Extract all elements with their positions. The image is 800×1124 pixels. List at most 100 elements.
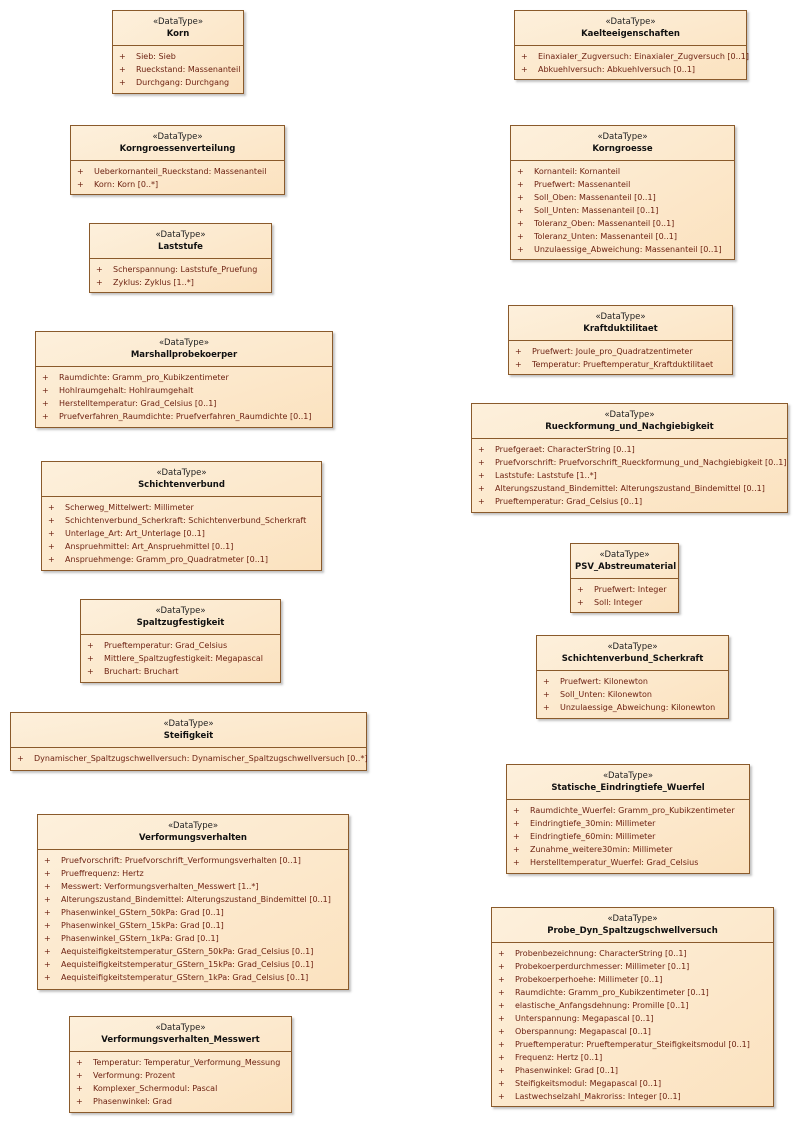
class-attribute[interactable]: +Pruefgeraet: CharacterString [0..1] [478, 443, 781, 456]
class-attribute[interactable]: +Zunahme_weitere30min: Millimeter [513, 843, 743, 856]
datatype-class-verformungsverhalten-messwert[interactable]: «DataType»Verformungsverhalten_Messwert+… [69, 1016, 292, 1113]
datatype-class-schichtenverbund[interactable]: «DataType»Schichtenverbund+Scherweg_Mitt… [41, 461, 322, 571]
class-attribute[interactable]: +Dynamischer_Spaltzugschwellversuch: Dyn… [17, 752, 368, 765]
datatype-class-kraftduktilitaet[interactable]: «DataType»Kraftduktilitaet+Pruefwert: Jo… [508, 305, 733, 375]
class-attribute[interactable]: +Soll_Oben: Massenanteil [0..1] [517, 191, 728, 204]
class-attribute[interactable]: +Raumdichte: Gramm_pro_Kubikzentimeter [42, 371, 326, 384]
class-attribute[interactable]: +Lastwechselzahl_Makroriss: Integer [0..… [498, 1090, 767, 1103]
class-attribute[interactable]: +Phasenwinkel_GStern_50kPa: Grad [0..1] [44, 906, 342, 919]
class-attribute[interactable]: +Verformung: Prozent [76, 1069, 285, 1082]
class-attribute[interactable]: +Mittlere_Spaltzugfestigkeit: Megapascal [87, 652, 274, 665]
class-attribute[interactable]: +Sieb: Sieb [119, 50, 237, 63]
class-attribute[interactable]: +Herstelltemperatur: Grad_Celsius [0..1] [42, 397, 326, 410]
datatype-class-rueckformung-und-nachgiebigkeit[interactable]: «DataType»Rueckformung_und_Nachgiebigkei… [471, 403, 788, 513]
class-attribute[interactable]: +Raumdichte: Gramm_pro_Kubikzentimeter [… [498, 986, 767, 999]
class-attribute[interactable]: +Probekoerperdurchmesser: Millimeter [0.… [498, 960, 767, 973]
class-attribute[interactable]: +Toleranz_Unten: Massenanteil [0..1] [517, 230, 728, 243]
class-attribute[interactable]: +Laststufe: Laststufe [1..*] [478, 469, 781, 482]
class-attribute[interactable]: +Soll_Unten: Kilonewton [543, 688, 722, 701]
attribute-text: Pruefvorschrift: Pruefvorschrift_Verform… [61, 856, 301, 865]
visibility-public-marker: + [515, 347, 522, 356]
class-attribute[interactable]: +Schichtenverbund_Scherkraft: Schichtenv… [48, 514, 315, 527]
class-attribute[interactable]: +Toleranz_Oben: Massenanteil [0..1] [517, 217, 728, 230]
class-attribute[interactable]: +Komplexer_Schermodul: Pascal [76, 1082, 285, 1095]
class-attribute[interactable]: +Herstelltemperatur_Wuerfel: Grad_Celsiu… [513, 856, 743, 869]
class-attribute[interactable]: +Prueffrequenz: Hertz [44, 867, 342, 880]
class-attribute[interactable]: +Probekoerperhoehe: Millimeter [0..1] [498, 973, 767, 986]
class-attribute[interactable]: +Pruefwert: Joule_pro_Quadratzentimeter [515, 345, 726, 358]
class-attribute[interactable]: +Alterungszustand_Bindemittel: Alterungs… [478, 482, 781, 495]
class-attribute[interactable]: +Unzulaessige_Abweichung: Kilonewton [543, 701, 722, 714]
class-attribute[interactable]: +Anspruehmenge: Gramm_pro_Quadratmeter [… [48, 553, 315, 566]
class-attribute[interactable]: +Pruefwert: Massenanteil [517, 178, 728, 191]
datatype-class-laststufe[interactable]: «DataType»Laststufe+Scherspannung: Lasts… [89, 223, 272, 293]
class-attribute[interactable]: +Aequisteifigkeitstemperatur_GStern_50kP… [44, 945, 342, 958]
class-attribute[interactable]: +Frequenz: Hertz [0..1] [498, 1051, 767, 1064]
class-header: «DataType»Korn [113, 11, 243, 46]
datatype-class-kaelteeigenschaften[interactable]: «DataType»Kaelteeigenschaften+Einaxialer… [514, 10, 749, 80]
class-attribute[interactable]: +Prueftemperatur: Grad_Celsius [87, 639, 274, 652]
class-attribute[interactable]: +Abkuehlversuch: Abkuehlversuch [0..1] [521, 63, 740, 76]
class-attribute[interactable]: +Aequisteifigkeitstemperatur_GStern_15kP… [44, 958, 342, 971]
class-attribute[interactable]: +Temperatur: Prueftemperatur_Kraftduktil… [515, 358, 726, 371]
class-attribute[interactable]: +Zyklus: Zyklus [1..*] [96, 276, 265, 289]
class-attribute[interactable]: +Prueftemperatur: Grad_Celsius [0..1] [478, 495, 781, 508]
class-attribute[interactable]: +Scherspannung: Laststufe_Pruefung [96, 263, 265, 276]
class-attribute[interactable]: +Pruefwert: Kilonewton [543, 675, 722, 688]
class-attribute[interactable]: +Temperatur: Temperatur_Verformung_Messu… [76, 1056, 285, 1069]
class-attribute[interactable]: +Hohlraumgehalt: Hohlraumgehalt [42, 384, 326, 397]
visibility-public-marker: + [119, 78, 126, 87]
class-attribute[interactable]: +Bruchart: Bruchart [87, 665, 274, 678]
class-attribute[interactable]: +Oberspannung: Megapascal [0..1] [498, 1025, 767, 1038]
class-attribute[interactable]: +Kornanteil: Kornanteil [517, 165, 728, 178]
class-attribute[interactable]: +Unterlage_Art: Art_Unterlage [0..1] [48, 527, 315, 540]
class-attribute[interactable]: +Probenbezeichnung: CharacterString [0..… [498, 947, 767, 960]
class-attribute[interactable]: +Pruefwert: Integer [577, 583, 672, 596]
class-attribute[interactable]: +Korn: Korn [0..*] [77, 178, 278, 191]
class-attribute[interactable]: +Eindringtiefe_60min: Millimeter [513, 830, 743, 843]
visibility-public-marker: + [498, 1027, 505, 1036]
datatype-class-verformungsverhalten[interactable]: «DataType»Verformungsverhalten +Pruefvors… [37, 814, 349, 990]
class-attribute[interactable]: +Aequisteifigkeitstemperatur_GStern_1kPa… [44, 971, 342, 984]
class-attribute[interactable]: +Alterungszustand_Bindemittel: Alterungs… [44, 893, 342, 906]
class-attribute[interactable]: +Anspruehmittel: Art_Anspruehmittel [0..… [48, 540, 315, 553]
class-attribute[interactable]: +Unterspannung: Megapascal [0..1] [498, 1012, 767, 1025]
class-attribute[interactable]: +Phasenwinkel: Grad [76, 1095, 285, 1108]
class-attribute[interactable]: +Unzulaessige_Abweichung: Massenanteil [… [517, 243, 728, 256]
class-attribute[interactable]: +Soll: Integer [577, 596, 672, 609]
class-attribute[interactable]: +Phasenwinkel_GStern_15kPa: Grad [0..1] [44, 919, 342, 932]
class-attribute[interactable]: +Phasenwinkel_GStern_1kPa: Grad [0..1] [44, 932, 342, 945]
datatype-class-spaltzugfestigkeit[interactable]: «DataType»Spaltzugfestigkeit+Prueftemper… [80, 599, 281, 683]
class-attribute[interactable]: +Scherweg_Mittelwert: Millimeter [48, 501, 315, 514]
class-attribute[interactable]: +Durchgang: Durchgang [119, 76, 237, 89]
class-attribute[interactable]: +Messwert: Verformungsverhalten_Messwert… [44, 880, 342, 893]
class-attribute[interactable]: +Pruefvorschrift: Pruefvorschrift_Verfor… [44, 854, 342, 867]
datatype-class-schichtenverbund-scherkraft[interactable]: «DataType»Schichtenverbund_Scherkraft+Pr… [536, 635, 729, 719]
datatype-class-probe-dyn-spaltzugschwellversuch[interactable]: «DataType»Probe_Dyn_Spaltzugschwellversu… [491, 907, 774, 1107]
class-attribute[interactable]: +Prueftemperatur: Prueftemperatur_Steifi… [498, 1038, 767, 1051]
datatype-class-korngroessenverteilung[interactable]: «DataType»Korngroessenverteilung+Ueberko… [70, 125, 285, 195]
datatype-class-steifigkeit[interactable]: «DataType»Steifigkeit+Dynamischer_Spaltz… [10, 712, 368, 771]
datatype-class-statische-eindringtiefe-wuerfel[interactable]: «DataType»Statische_Eindringtiefe_Wuerfe… [506, 764, 750, 874]
class-name: Kaelteeigenschaften [581, 29, 680, 39]
datatype-class-marshallprobekoerper[interactable]: «DataType»Marshallprobekoerper+Raumdicht… [35, 331, 333, 428]
class-attribute[interactable]: +Einaxialer_Zugversuch: Einaxialer_Zugve… [521, 50, 749, 63]
class-attribute[interactable]: +elastische_Anfangsdehnung: Promille [0.… [498, 999, 767, 1012]
class-attribute[interactable]: +Steifigkeitsmodul: Megapascal [0..1] [498, 1077, 767, 1090]
class-header: «DataType»Verformungsverhalten [38, 815, 348, 850]
visibility-public-marker: + [517, 232, 524, 241]
class-name: Steifigkeit [163, 731, 214, 741]
class-attribute[interactable]: +Eindringtiefe_30min: Millimeter [513, 817, 743, 830]
class-attribute[interactable]: +Soll_Unten: Massenanteil [0..1] [517, 204, 728, 217]
datatype-class-korngroesse[interactable]: «DataType»Korngroesse+Kornanteil: Kornan… [510, 125, 735, 260]
class-attribute[interactable]: +Pruefverfahren_Raumdichte: Pruefverfahr… [42, 410, 326, 423]
datatype-class-psv-abstreumaterial[interactable]: «DataType»PSV_Abstreumaterial+Pruefwert:… [570, 543, 679, 613]
class-attribute[interactable]: +Rueckstand: Massenanteil [119, 63, 240, 76]
attribute-text: elastische_Anfangsdehnung: Promille [0..… [515, 1001, 689, 1010]
class-attribute[interactable]: +Raumdichte_Wuerfel: Gramm_pro_Kubikzent… [513, 804, 743, 817]
class-name: Kraftduktilitaet [583, 324, 658, 334]
class-attribute[interactable]: +Ueberkornanteil_Rueckstand: Massenantei… [77, 165, 278, 178]
class-attribute[interactable]: +Phasenwinkel: Grad [0..1] [498, 1064, 767, 1077]
class-attribute[interactable]: +Pruefvorschrift: Pruefvorschrift_Rueckf… [478, 456, 787, 469]
datatype-class-korn[interactable]: «DataType»Korn +Sieb: Sieb+Rueckstand: Ma… [112, 10, 244, 94]
